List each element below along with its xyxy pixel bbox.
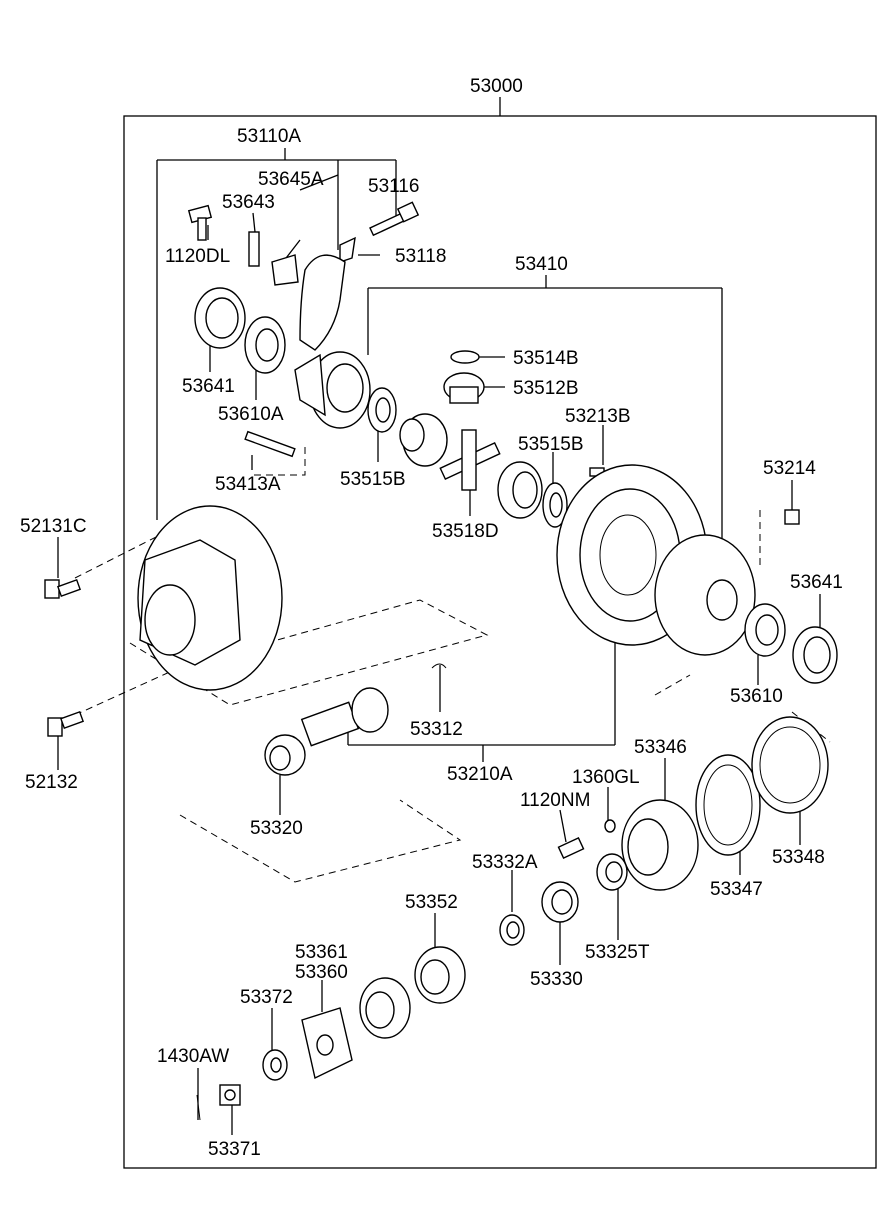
washer-53515b-right: [542, 482, 568, 528]
label-53514b: 53514B: [513, 348, 579, 369]
oil-seal-53352: [414, 946, 466, 1004]
bolt-1120dl: [187, 204, 213, 241]
bolt-52131c: [44, 578, 82, 599]
gasket-53348: [751, 716, 829, 814]
bearing-53320: [264, 734, 306, 776]
label-53320: 53320: [250, 818, 303, 839]
label-53352: 53352: [405, 892, 458, 913]
dust-cover-53360: [359, 977, 411, 1039]
adjusting-nut-53641-left: [194, 287, 246, 349]
bearing-53330: [541, 881, 579, 923]
label-53110a: 53110A: [237, 126, 301, 147]
drive-pinion: [300, 687, 389, 747]
seal-53325t: [596, 853, 628, 891]
label-1120dl: 1120DL: [165, 246, 230, 267]
case-half-right: [654, 534, 756, 656]
pin-1430aw: [196, 1094, 201, 1121]
label-53361: 53361: [295, 942, 348, 963]
bolt-53116: [369, 201, 420, 237]
label-53116: 53116: [368, 176, 419, 197]
label-52132: 52132: [25, 772, 78, 793]
label-53360: 53360: [295, 962, 348, 983]
label-53610a: 53610A: [218, 404, 284, 425]
label-1430aw: 1430AW: [157, 1046, 229, 1067]
clip-53643: [248, 231, 260, 267]
clip-53118: [339, 236, 356, 263]
adjusting-nut-53641-right: [792, 626, 838, 684]
label-53210a: 53210A: [447, 764, 513, 785]
label-53213b: 53213B: [565, 406, 631, 427]
bearing-53610a-left: [244, 316, 286, 374]
bolt-52132: [47, 710, 85, 737]
label-53371: 53371: [208, 1139, 261, 1160]
spacer-53332a: [499, 914, 525, 946]
label-53347: 53347: [710, 879, 763, 900]
label-53515b-right: 53515B: [518, 434, 584, 455]
label-53330: 53330: [530, 969, 583, 990]
label-53410: 53410: [515, 254, 568, 275]
companion-flange-53361: [301, 1007, 353, 1080]
label-1360gl: 1360GL: [572, 767, 640, 788]
label-53312: 53312: [410, 719, 463, 740]
label-53000: 53000: [470, 76, 523, 97]
label-53641-left: 53641: [182, 376, 235, 397]
label-1120nm: 1120NM: [520, 790, 590, 811]
side-gear-right: [497, 461, 543, 519]
clip-53312: [431, 663, 447, 669]
label-53348: 53348: [772, 847, 825, 868]
bolt-53413a: [244, 430, 296, 458]
label-53645a: 53645A: [258, 169, 324, 190]
carrier-housing: [137, 505, 283, 691]
washer-53515b-left: [367, 387, 397, 433]
nut-53371: [219, 1084, 241, 1106]
label-53118: 53118: [395, 246, 446, 267]
bearing-cap: [299, 254, 346, 351]
gasket-53347: [695, 754, 761, 856]
nut-53214: [784, 509, 800, 525]
pinion-gear-53512b: [443, 372, 485, 404]
bearing-retainer-53346: [621, 799, 699, 891]
washer-53372: [262, 1049, 288, 1081]
label-53518d: 53518D: [432, 521, 499, 542]
washer-1360gl: [604, 819, 616, 833]
label-53643: 53643: [222, 192, 275, 213]
label-53214: 53214: [763, 458, 816, 479]
label-53610: 53610: [730, 686, 783, 707]
label-53515b-left: 53515B: [340, 469, 406, 490]
label-53325t: 53325T: [585, 942, 650, 963]
label-53413a: 53413A: [215, 474, 281, 495]
label-53512b: 53512B: [513, 378, 579, 399]
plate-53645a: [271, 254, 299, 286]
label-52131c: 52131C: [20, 516, 87, 537]
bearing-53610-right: [744, 603, 786, 657]
side-gear-left: [399, 413, 448, 467]
label-53641-right: 53641: [790, 572, 843, 593]
differential-case: [294, 351, 371, 429]
bolt-1120nm: [557, 836, 585, 860]
washer-53514b: [450, 350, 480, 364]
label-53332a: 53332A: [472, 852, 538, 873]
label-53346: 53346: [634, 737, 687, 758]
pinion-shaft-53518d: [439, 429, 501, 491]
label-53372: 53372: [240, 987, 293, 1008]
